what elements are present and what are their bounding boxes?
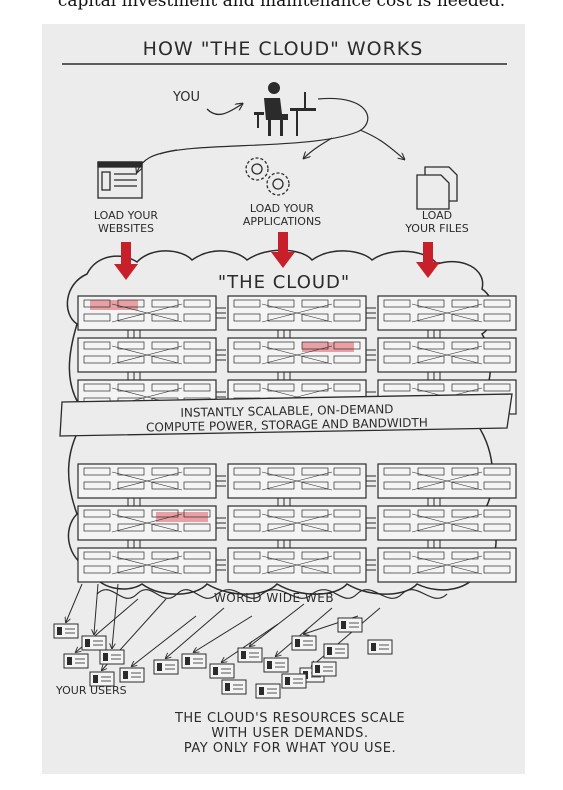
- files-icon: [416, 166, 458, 210]
- red-arrows: [114, 232, 440, 280]
- www-wavy-line: [96, 589, 448, 599]
- user-device-icon: [209, 663, 235, 679]
- server-rack: [77, 337, 226, 380]
- footer-line2: WITH USER DEMANDS.: [211, 726, 368, 741]
- banner-line2: COMPUTE POWER, STORAGE AND BANDWIDTH: [146, 416, 428, 435]
- action-files-line1: LOAD: [422, 209, 452, 222]
- user-device-icon: [255, 683, 281, 699]
- user-device-icon: [63, 653, 89, 669]
- server-rack: [227, 505, 376, 548]
- user-device-icon: [119, 667, 145, 683]
- user-link-arrow: [166, 607, 225, 658]
- infographic-title: HOW "THE CLOUD" WORKS: [143, 38, 424, 60]
- server-rack: [77, 547, 226, 583]
- arrow-to-files: [359, 129, 404, 159]
- server-rack: [77, 295, 226, 338]
- user-link-arrow: [312, 607, 381, 666]
- cloud-infographic: HOW "THE CLOUD" WORKS YOU LOAD YOUR WEB: [42, 24, 525, 774]
- top-caption: capital investment and maintenance cost …: [57, 0, 506, 11]
- users-label: YOUR USERS: [55, 684, 127, 697]
- user-device-icon: [323, 643, 349, 659]
- www-label: WORLD WIDE WEB: [214, 591, 334, 605]
- you-label: YOU: [172, 90, 200, 105]
- user-device-icon: [367, 639, 393, 655]
- action-files-line2: YOUR FILES: [404, 222, 469, 235]
- flow-line: [159, 97, 369, 155]
- gears-icon: [245, 157, 290, 196]
- scalable-banner: INSTANTLY SCALABLE, ON-DEMAND COMPUTE PO…: [59, 393, 513, 437]
- infographic-svg: HOW "THE CLOUD" WORKS YOU LOAD YOUR WEB: [53, 38, 517, 756]
- action-apps-line1: LOAD YOUR: [250, 202, 315, 215]
- action-websites-line2: WEBSITES: [98, 222, 154, 235]
- user-device-icon: [53, 623, 79, 639]
- user-link-arrow: [194, 615, 253, 652]
- person-at-desk-icon: [254, 82, 316, 136]
- user-device-icon: [221, 679, 247, 695]
- server-grid: [77, 295, 517, 583]
- you-arrow: [206, 104, 242, 116]
- user-device-icon: [237, 647, 263, 663]
- user-link-arrow: [66, 583, 83, 622]
- user-link-arrow: [132, 615, 197, 666]
- action-apps-line2: APPLICATIONS: [243, 215, 321, 228]
- user-devices: [53, 583, 393, 699]
- server-rack: [227, 337, 376, 380]
- user-device-icon: [99, 649, 125, 665]
- footer-line1: THE CLOUD'S RESOURCES SCALE: [174, 711, 405, 726]
- user-device-icon: [291, 635, 317, 651]
- server-rack: [377, 337, 517, 380]
- red-arrow-websites: [114, 242, 138, 280]
- user-device-icon: [311, 661, 337, 677]
- user-device-icon: [81, 635, 107, 651]
- server-rack: [377, 547, 517, 583]
- user-device-icon: [337, 617, 363, 633]
- arrow-to-websites: [137, 149, 178, 172]
- user-device-icon: [181, 653, 207, 669]
- red-arrow-apps: [271, 232, 295, 268]
- footer-line3: PAY ONLY FOR WHAT YOU USE.: [184, 741, 396, 756]
- server-rack: [227, 295, 376, 338]
- user-device-icon: [153, 659, 179, 675]
- action-websites-line1: LOAD YOUR: [94, 209, 159, 222]
- server-rack: [77, 463, 226, 506]
- banner-line1: INSTANTLY SCALABLE, ON-DEMAND: [180, 402, 393, 420]
- server-rack: [227, 463, 376, 506]
- user-link-arrow: [94, 583, 99, 634]
- server-rack: [377, 505, 517, 548]
- user-link-arrow: [112, 583, 119, 648]
- user-device-icon: [281, 673, 307, 689]
- red-arrow-files: [416, 242, 440, 278]
- cloud-label: "THE CLOUD": [218, 272, 350, 293]
- website-icon: [97, 161, 143, 199]
- arrow-to-apps: [304, 137, 333, 158]
- user-device-icon: [263, 657, 289, 673]
- user-device-icon: [89, 671, 115, 687]
- server-rack: [377, 463, 517, 506]
- server-rack: [77, 505, 226, 548]
- server-rack: [377, 295, 517, 338]
- user-link-arrow: [250, 603, 305, 646]
- server-rack: [227, 547, 376, 583]
